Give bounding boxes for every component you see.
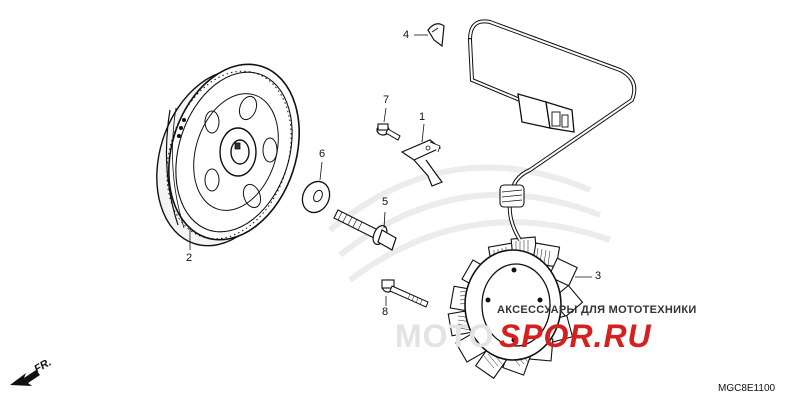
flange-bolt — [333, 209, 397, 251]
washer — [301, 161, 331, 214]
wire-connector — [517, 93, 575, 133]
wire-harness — [468, 19, 637, 197]
callout-1: 1 — [419, 111, 426, 123]
callout-7: 7 — [383, 94, 390, 106]
wire-clip — [414, 23, 445, 48]
stator-bolt — [381, 279, 429, 308]
flywheel-rotor — [156, 63, 300, 250]
wire-clamp-bracket — [400, 123, 443, 187]
stator-coil — [447, 184, 592, 380]
front-direction-arrow-icon — [10, 370, 40, 386]
callout-5: 5 — [382, 196, 389, 208]
watermark-logo: MOTO SPOR.RU — [395, 318, 652, 358]
callout-3: 3 — [595, 270, 602, 282]
callout-2: 2 — [186, 252, 193, 264]
callout-6: 6 — [319, 148, 326, 160]
diagram-code: MGC8E1100 — [718, 383, 776, 394]
screw — [376, 107, 401, 141]
watermark-brand-prefix: MOTO — [395, 318, 495, 354]
watermark-brand-main: SPOR.RU — [498, 318, 652, 354]
watermark-tagline: АКСЕССУАРЫ ДЛЯ МОТОТЕХНИКИ — [497, 304, 697, 316]
callout-8: 8 — [382, 306, 389, 318]
callout-4: 4 — [403, 29, 410, 41]
